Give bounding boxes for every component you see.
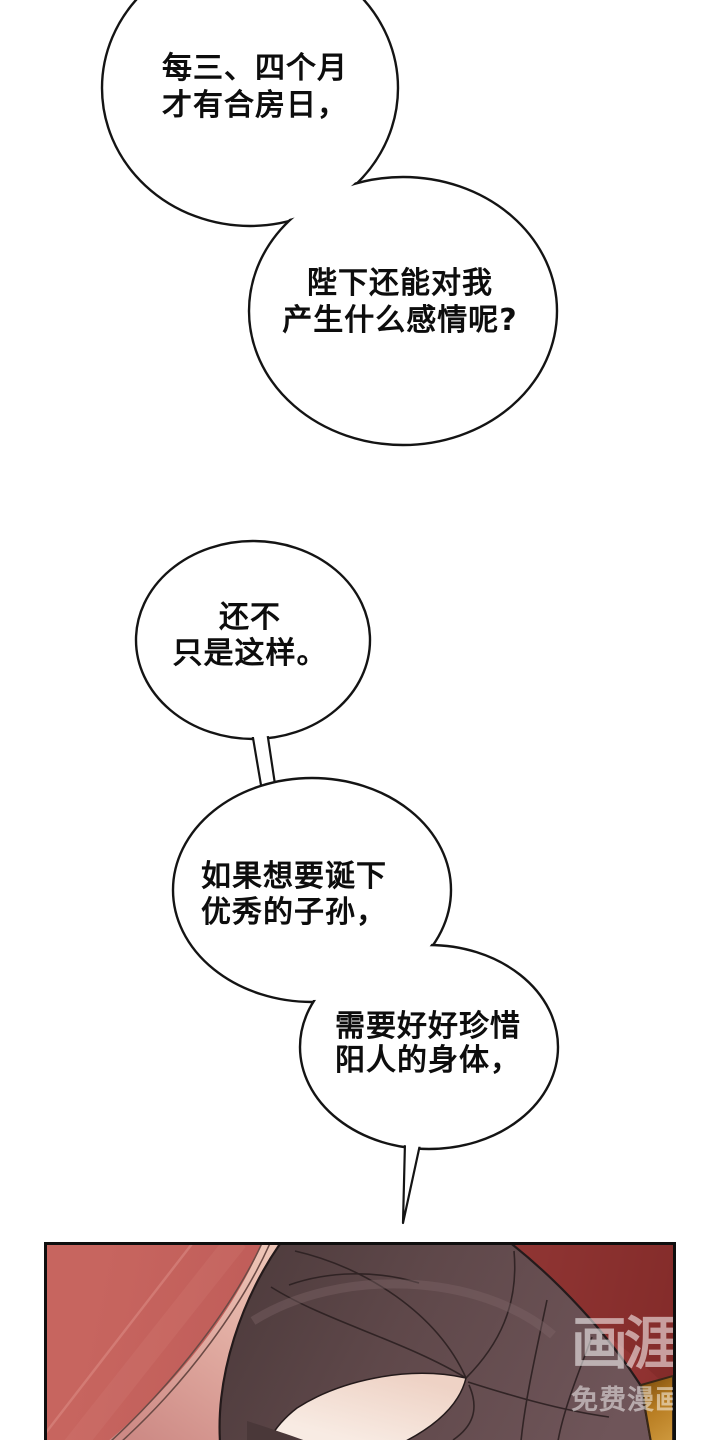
hair — [218, 1245, 652, 1440]
hair-sheen — [250, 1279, 556, 1339]
bubble-5-line-1: 需要好好珍惜 — [335, 1009, 521, 1044]
bubble-3-line-1: 还不 — [219, 600, 281, 635]
wall-shadow-area — [427, 1245, 673, 1393]
panel-artwork — [47, 1245, 673, 1440]
bubble-3-line-2: 只是这样。 — [172, 636, 328, 671]
bubble-1-text: 每三、四个月 才有合房日， — [162, 50, 348, 124]
bubble-1-line-2: 才有合房日， — [162, 88, 348, 123]
bubble-1-eraser — [104, 0, 396, 224]
bubble-4-line-1: 如果想要诞下 — [201, 859, 387, 894]
bubble-4-eraser — [175, 780, 449, 1000]
bubble-2-text: 陛下还能对我 产生什么感情呢? — [282, 265, 517, 339]
bubble-5-line-2: 阳人的身体， — [335, 1043, 521, 1078]
forehead-skin — [268, 1372, 467, 1440]
bubble-3-text: 还不 只是这样。 — [173, 600, 328, 672]
comic-panel: 画涯 免费漫画 — [44, 1242, 676, 1440]
bubble-2-line-2: 产生什么感情呢? — [282, 303, 518, 338]
orange-corner-object — [639, 1374, 673, 1440]
watermark: 画涯 免费漫画 — [571, 1311, 676, 1417]
bubble-1-line-1: 每三、四个月 — [162, 51, 348, 86]
watermark-subtitle: 免费漫画 — [571, 1385, 676, 1417]
bubble-5-eraser — [302, 947, 556, 1147]
corner-hair-strand — [247, 1421, 304, 1440]
bubble-2-line-1: 陛下还能对我 — [307, 266, 493, 301]
hairline-highlight — [109, 1245, 287, 1440]
bubble-5-text: 需要好好珍惜 阳人的身体， — [335, 1010, 521, 1078]
bubble-5-stem — [401, 1138, 423, 1225]
bubble-3-eraser — [138, 543, 368, 737]
bubble-4-line-2: 优秀的子孙， — [201, 895, 387, 930]
bubble-4-text: 如果想要诞下 优秀的子孙， — [201, 859, 387, 931]
watermark-logo: 画涯 — [571, 1311, 676, 1377]
loose-strand-lines — [111, 1245, 270, 1440]
hair-strand-lines — [270, 1250, 610, 1440]
speech-bubbles-layer — [100, 0, 560, 1225]
bubble-2-eraser — [251, 179, 555, 443]
